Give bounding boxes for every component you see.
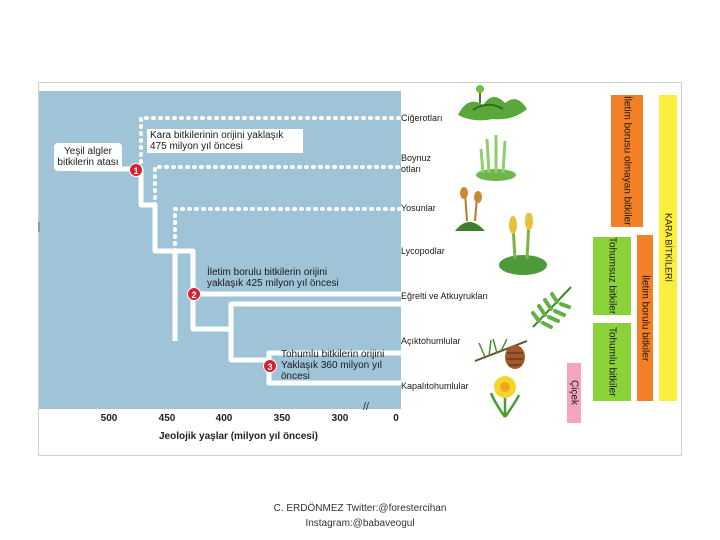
footer-instagram-line: Instagram:@babaveogul (305, 518, 415, 529)
taxon-label: Açıktohumlular (401, 336, 461, 346)
axis-tick-300: 300 (331, 413, 349, 424)
seed-band: Tohumlu bitkiler (593, 323, 631, 401)
land-plants-band: KARA BİTKİLERİ (659, 95, 677, 401)
taxon-label: Boynuz otları (401, 153, 432, 174)
plant-phylogeny-figure: Yeşil algler bitkilerin atası 1 Kara bit… (38, 82, 682, 456)
seedless-band: Tohumsuz bitkiler (593, 237, 631, 315)
lycophyte-icon (499, 213, 547, 275)
footer-credit-line: C. ERDÖNMEZ Twitter:@forestercihan (273, 503, 447, 514)
liverwort-icon (458, 85, 527, 121)
fern-icon (531, 286, 572, 329)
vascular-band: İletim borulu bitkiler (637, 235, 653, 401)
branch-liverworts (139, 116, 401, 171)
phylogeny-branches (79, 116, 401, 386)
axis-tick-400: 400 (215, 413, 233, 424)
axis-tick-500: 500 (100, 413, 118, 424)
axis-break-mark: // (363, 401, 370, 413)
node-3-note: Tohumlu bitkilerin orijini Yaklaşık 360 … (281, 349, 385, 382)
node-2-marker: 2 (187, 287, 201, 301)
pinecone-icon (474, 338, 528, 369)
branch-ferns-visible (228, 301, 401, 329)
branch-mosses (173, 207, 401, 253)
origin-label: Yeşil algler bitkilerin atası (54, 143, 122, 171)
figure-edge-mark (38, 222, 40, 232)
non-vascular-band: İletim borusu olmayan bitkiler (611, 95, 643, 227)
vascular-label: İletim borulu bitkiler (639, 274, 651, 362)
non-vascular-label: İletim borusu olmayan bitkiler (621, 96, 633, 226)
seed-label: Tohumlu bitkiler (606, 327, 618, 397)
daffodil-icon (489, 376, 521, 418)
phylogeny-plot-area: Yeşil algler bitkilerin atası 1 Kara bit… (39, 91, 401, 409)
branch-lycophytes (175, 248, 401, 297)
taxon-label: Kapalıtohumlular (401, 381, 469, 391)
axis-title: Jeolojik yaşlar (milyon yıl öncesi) (159, 431, 318, 442)
taxon-label: Ciğerotları (401, 113, 443, 123)
node-3-marker: 3 (263, 359, 277, 373)
axis-tick-450: 450 (158, 413, 176, 424)
axis-tick-350: 350 (273, 413, 291, 424)
node-1-note: Kara bitkilerinin orijini yaklaşık 475 m… (147, 129, 303, 153)
node-2-note: İletim borulu bitkilerin orijini yaklaşı… (207, 267, 339, 289)
taxon-label: Eğrelti ve Atkuyrukları (401, 291, 489, 301)
trunk (79, 166, 178, 341)
branch-hornworts (153, 165, 401, 207)
node-1-marker: 1 (129, 163, 143, 177)
branch-angiosperms (266, 371, 401, 386)
axis-tick-0: 0 (393, 413, 399, 424)
taxon-label: Yosunlar (401, 203, 436, 213)
flower-label: Çiçek (568, 380, 580, 406)
flower-band: Çiçek (567, 363, 581, 423)
hornwort-icon (476, 135, 516, 181)
seedless-label: Tohumsuz bitkiler (606, 237, 618, 315)
moss-icon (455, 187, 485, 231)
land-plants-label: KARA BİTKİLERİ (663, 213, 674, 283)
branch-vascular-stem (190, 294, 231, 332)
taxon-label: Lycopodlar (401, 246, 445, 256)
